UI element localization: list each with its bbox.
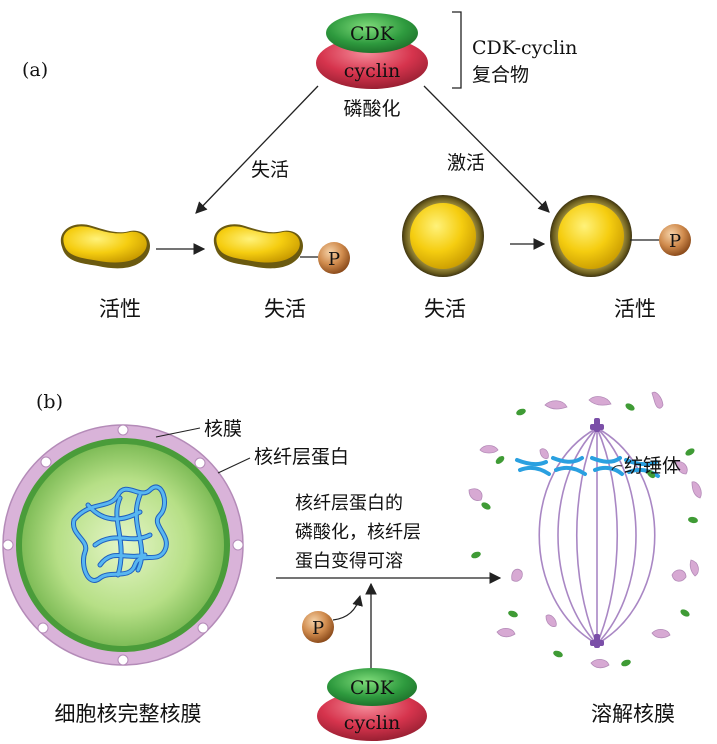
cyclin-shape-b <box>317 691 427 741</box>
phosphate-a1: P <box>318 242 350 274</box>
phosphate-a1-label: P <box>328 249 340 270</box>
spindle-apparatus <box>538 427 656 645</box>
process-line-1: 核纤层蛋白的 <box>295 493 403 514</box>
intact-nucleus <box>2 424 244 666</box>
complex-bracket <box>452 11 462 89</box>
leader-nuclear-lamina <box>217 457 251 474</box>
phosphorylation-label: 磷酸化 <box>343 98 400 120</box>
process-line-3: 蛋白变得可溶 <box>295 551 403 572</box>
state-label-2: 失活 <box>264 297 306 321</box>
spindle-label: 纺锤体 <box>624 455 681 477</box>
lamina-fragments <box>471 403 698 667</box>
left-caption: 细胞核完整核膜 <box>55 702 202 726</box>
bean-protein-active <box>60 224 151 269</box>
arrow-to-inactivation <box>195 85 319 214</box>
cyclin-shape <box>316 37 428 89</box>
activation-arrow-label: 激活 <box>447 152 485 174</box>
cyclin-label-b: cyclin <box>344 712 400 734</box>
leader-spindle <box>611 465 623 471</box>
cdk-label-b: CDK <box>350 677 395 699</box>
phosphate-b-label: P <box>312 618 324 639</box>
envelope-fragments <box>468 391 702 669</box>
nuclear-envelope-label: 核膜 <box>204 418 242 440</box>
bean-protein-inactive <box>213 224 304 269</box>
sphere-protein-active <box>550 195 632 277</box>
phosphate-a2: P <box>659 224 691 256</box>
phosphate-b: P <box>302 611 334 643</box>
cdk-label: CDK <box>350 23 395 45</box>
centrosomes <box>590 418 604 648</box>
complex-name-line1: CDK-cyclin <box>472 37 577 59</box>
cdk-shape <box>326 13 418 53</box>
state-label-4: 活性 <box>614 297 656 321</box>
complex-name-line2: 复合物 <box>472 64 529 86</box>
panel-b-label: (b) <box>36 391 63 413</box>
panel-a-label: (a) <box>22 59 48 81</box>
sphere-protein-inactive <box>402 195 484 277</box>
leader-nuclear-envelope <box>155 427 201 438</box>
phosphate-curved-arrow <box>332 594 363 621</box>
arrow-to-activation <box>423 85 550 213</box>
metaphase-chromosomes <box>515 456 660 478</box>
state-label-3: 失活 <box>424 297 466 321</box>
phosphate-a2-label: P <box>669 231 681 252</box>
nuclear-lamina-label: 核纤层蛋白 <box>254 446 349 468</box>
cyclin-label: cyclin <box>344 60 400 82</box>
inactivation-arrow-label: 失活 <box>251 159 289 181</box>
right-caption: 溶解核膜 <box>591 702 675 726</box>
cdk-shape-b <box>327 668 417 706</box>
state-label-1: 活性 <box>99 297 141 321</box>
process-line-2: 磷酸化，核纤层 <box>295 522 421 543</box>
cdk-cyclin-complex-top: CDK cyclin <box>316 13 428 89</box>
cdk-cyclin-complex-bottom: CDK cyclin <box>317 668 427 741</box>
